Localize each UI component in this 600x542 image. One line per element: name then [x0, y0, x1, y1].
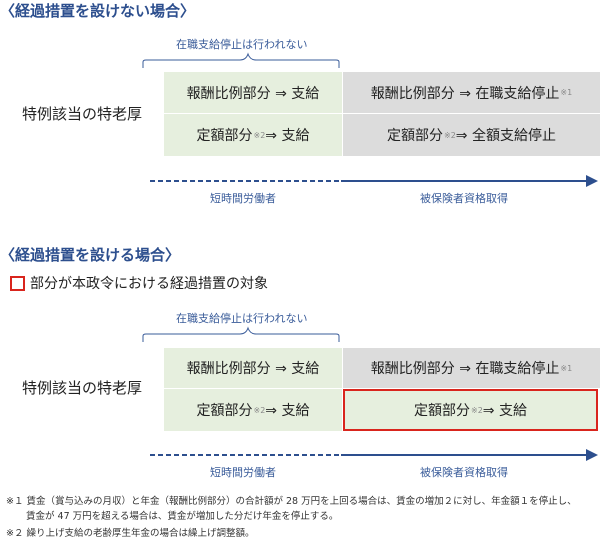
cell-proportional-paid: 報酬比例部分 ⇒ 支給: [164, 348, 342, 388]
cell-fixed-paid-transitional: 定額部分※2⇒ 支給: [343, 389, 598, 431]
timeline-arrow: [150, 175, 598, 187]
cell-proportional-paid: 報酬比例部分 ⇒ 支給: [164, 72, 342, 113]
timeline-right-label: 被保険者資格取得: [420, 192, 508, 205]
timeline-left-label: 短時間労働者: [210, 466, 276, 479]
footnote-1-cont: 賃金が 47 万円を超える場合は、賃金が増加した分だけ年金を停止する。: [26, 511, 339, 522]
row-label: 特例該当の特老厚: [22, 105, 143, 123]
bracket-label: 在職支給停止は行われない: [176, 38, 308, 51]
brace-icon: [142, 52, 340, 68]
cell-proportional-suspended: 報酬比例部分 ⇒ 在職支給停止※1: [343, 72, 600, 113]
bracket-label: 在職支給停止は行われない: [176, 312, 308, 325]
timeline-arrow: [150, 449, 598, 461]
footnote-1: ※１ 賃金（賞与込みの月収）と年金（報酬比例部分）の合計額が 28 万円を上回る…: [6, 496, 577, 507]
timeline-right-label: 被保険者資格取得: [420, 466, 508, 479]
legend-text: 部分が本政令における経過措置の対象: [30, 276, 268, 292]
section2-title: 〈経過措置を設ける場合〉: [0, 246, 181, 264]
timeline-left-label: 短時間労働者: [210, 192, 276, 205]
footnote-2: ※２ 繰り上げ支給の老齢厚生年金の場合は繰上げ調整額。: [6, 528, 255, 539]
cell-fixed-suspended: 定額部分※2⇒ 全額支給停止: [343, 114, 600, 156]
section1-title: 〈経過措置を設けない場合〉: [0, 2, 196, 20]
cell-fixed-paid: 定額部分※2⇒ 支給: [164, 389, 342, 431]
cell-proportional-suspended: 報酬比例部分 ⇒ 在職支給停止※1: [343, 348, 600, 388]
legend-swatch: [10, 276, 25, 291]
brace-icon: [142, 326, 340, 342]
cell-fixed-paid: 定額部分※2⇒ 支給: [164, 114, 342, 156]
row-label: 特例該当の特老厚: [22, 379, 143, 397]
